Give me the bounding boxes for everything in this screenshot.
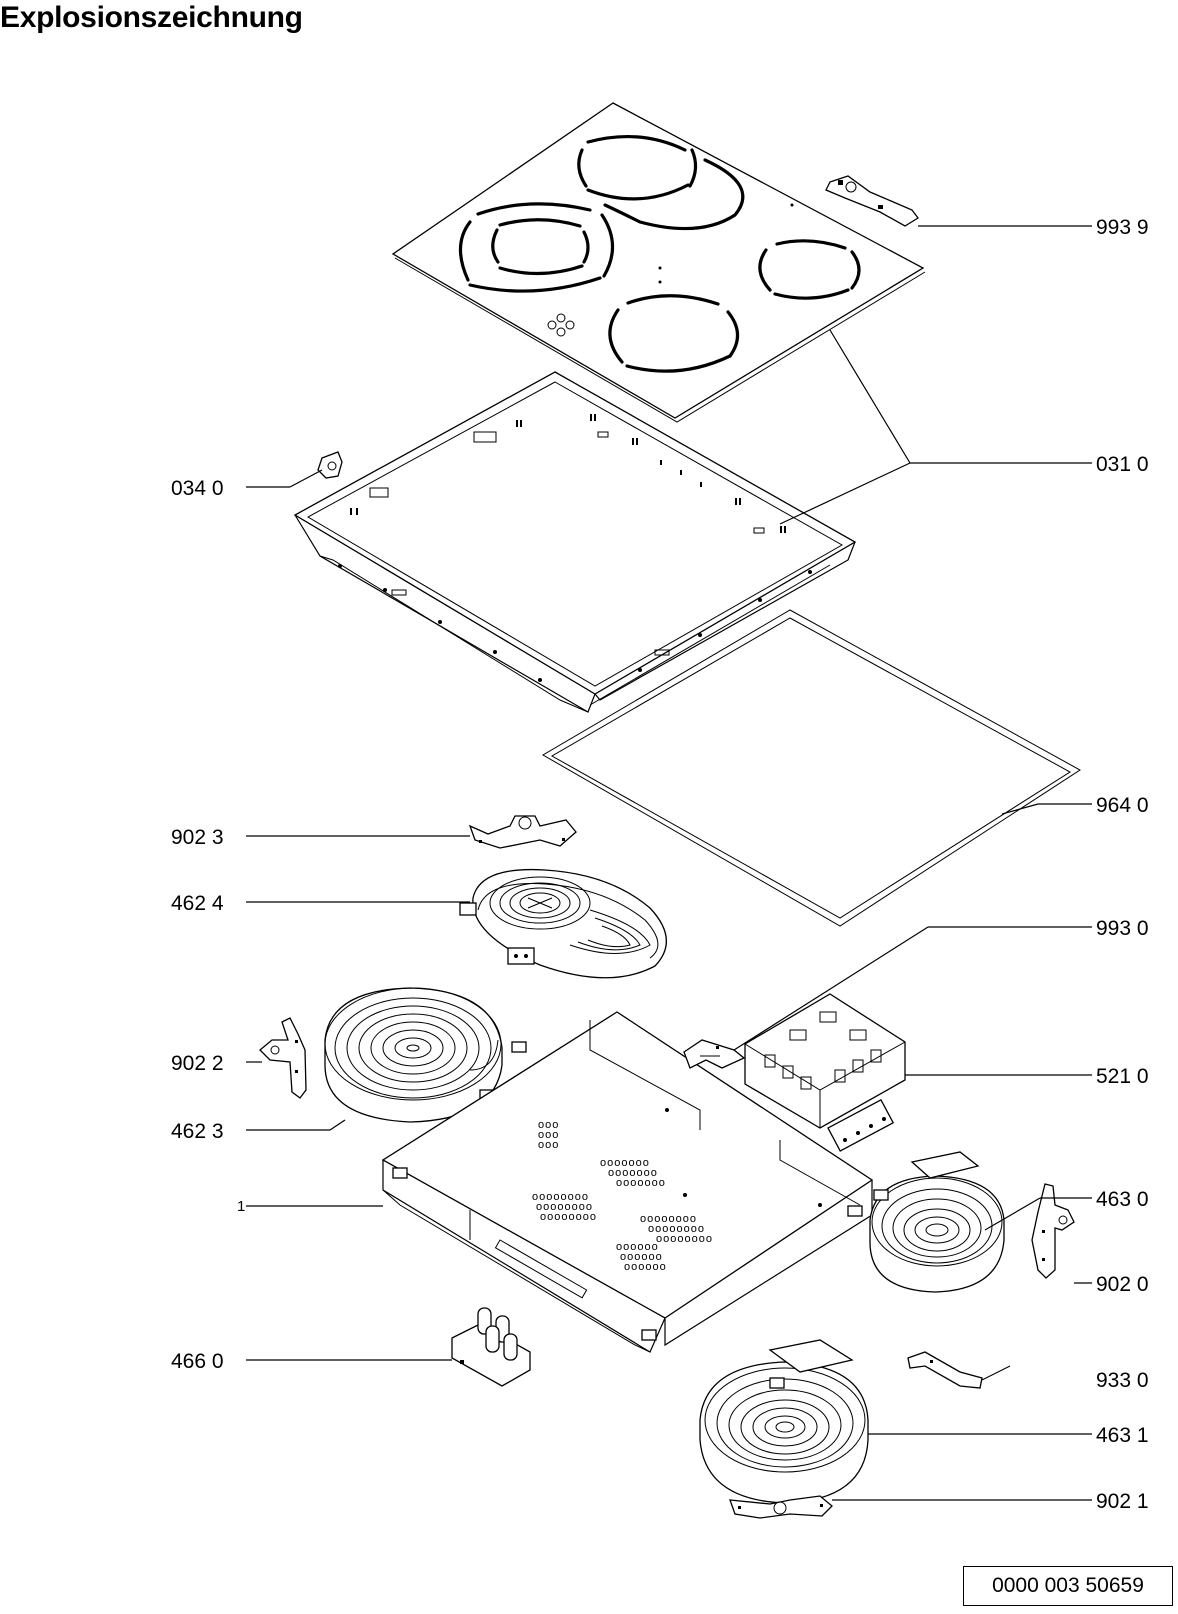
label-1: 1 [237,1198,245,1215]
connector-part-9930 [683,1039,746,1069]
svg-text:oooooooo: oooooooo [648,1223,705,1235]
svg-text:oooooooo: oooooooo [536,1201,593,1213]
label-9939: 993 9 [1096,216,1149,239]
bracket-part-9020 [1031,1183,1075,1279]
part-labels: 993 9 034 0 031 0 964 0 902 3 462 4 993 … [171,216,1149,1513]
ceramic-glass-top [391,102,926,423]
clip-part-0340 [317,451,343,479]
label-9021: 902 1 [1096,1490,1149,1513]
svg-text:ooo: ooo [538,1139,559,1151]
bracket-part-9021 [729,1495,833,1519]
frame-part-0310 [293,371,857,713]
label-9020: 902 0 [1096,1273,1149,1296]
label-9330: 933 0 [1096,1369,1149,1392]
svg-text:oooooo: oooooo [624,1261,667,1273]
label-4631: 463 1 [1096,1424,1149,1447]
svg-text:ooooooo: ooooooo [608,1167,658,1179]
heating-element-4623 [324,987,527,1123]
heating-element-4630 [869,1151,1005,1293]
bracket-part-9023 [468,815,577,849]
svg-text:oooooo: oooooo [616,1241,659,1253]
label-5210: 521 0 [1096,1065,1149,1088]
label-4660: 466 0 [171,1350,224,1373]
leader-lines [246,225,1092,1501]
heating-element-4624 [459,868,668,979]
vent-holes: oooooooo oooooooo oooooooo ooooooo ooooo… [532,1119,713,1273]
label-9023: 902 3 [171,826,224,849]
svg-text:ooo: ooo [538,1129,559,1141]
document-number-box: 0000 003 50659 [963,1566,1173,1606]
sensor-part-9330 [907,1351,1011,1389]
document-number: 0000 003 50659 [992,1574,1144,1597]
page-title: Explosionszeichnung [0,1,303,34]
svg-text:ooooooo: ooooooo [616,1177,666,1189]
terminal-part-4660 [451,1307,531,1387]
base-tray-part-1: oooooooo oooooooo oooooooo ooooooo ooooo… [381,1011,874,1353]
svg-text:oooooo: oooooo [620,1251,663,1263]
svg-text:oooooooo: oooooooo [640,1213,697,1225]
svg-text:oooooooo: oooooooo [656,1233,713,1245]
label-4630: 463 0 [1096,1188,1149,1211]
svg-text:oooooooo: oooooooo [532,1191,589,1203]
heating-element-4631 [699,1339,869,1504]
label-0340: 034 0 [171,477,224,500]
label-9640: 964 0 [1096,794,1149,817]
svg-text:ooo: ooo [538,1119,559,1131]
label-9930: 993 0 [1096,917,1149,940]
connector-part-9939 [825,175,919,227]
seal-part-9640 [542,609,1081,927]
svg-text:ooooooo: ooooooo [600,1157,650,1169]
label-9022: 902 2 [171,1052,224,1075]
terminal-block-5210 [744,993,906,1152]
bracket-part-9022 [259,1017,307,1099]
label-4624: 462 4 [171,892,224,915]
control-symbols [547,313,575,337]
svg-text:oooooooo: oooooooo [540,1211,597,1223]
label-4623: 462 3 [171,1120,224,1143]
label-0310: 031 0 [1096,453,1149,476]
